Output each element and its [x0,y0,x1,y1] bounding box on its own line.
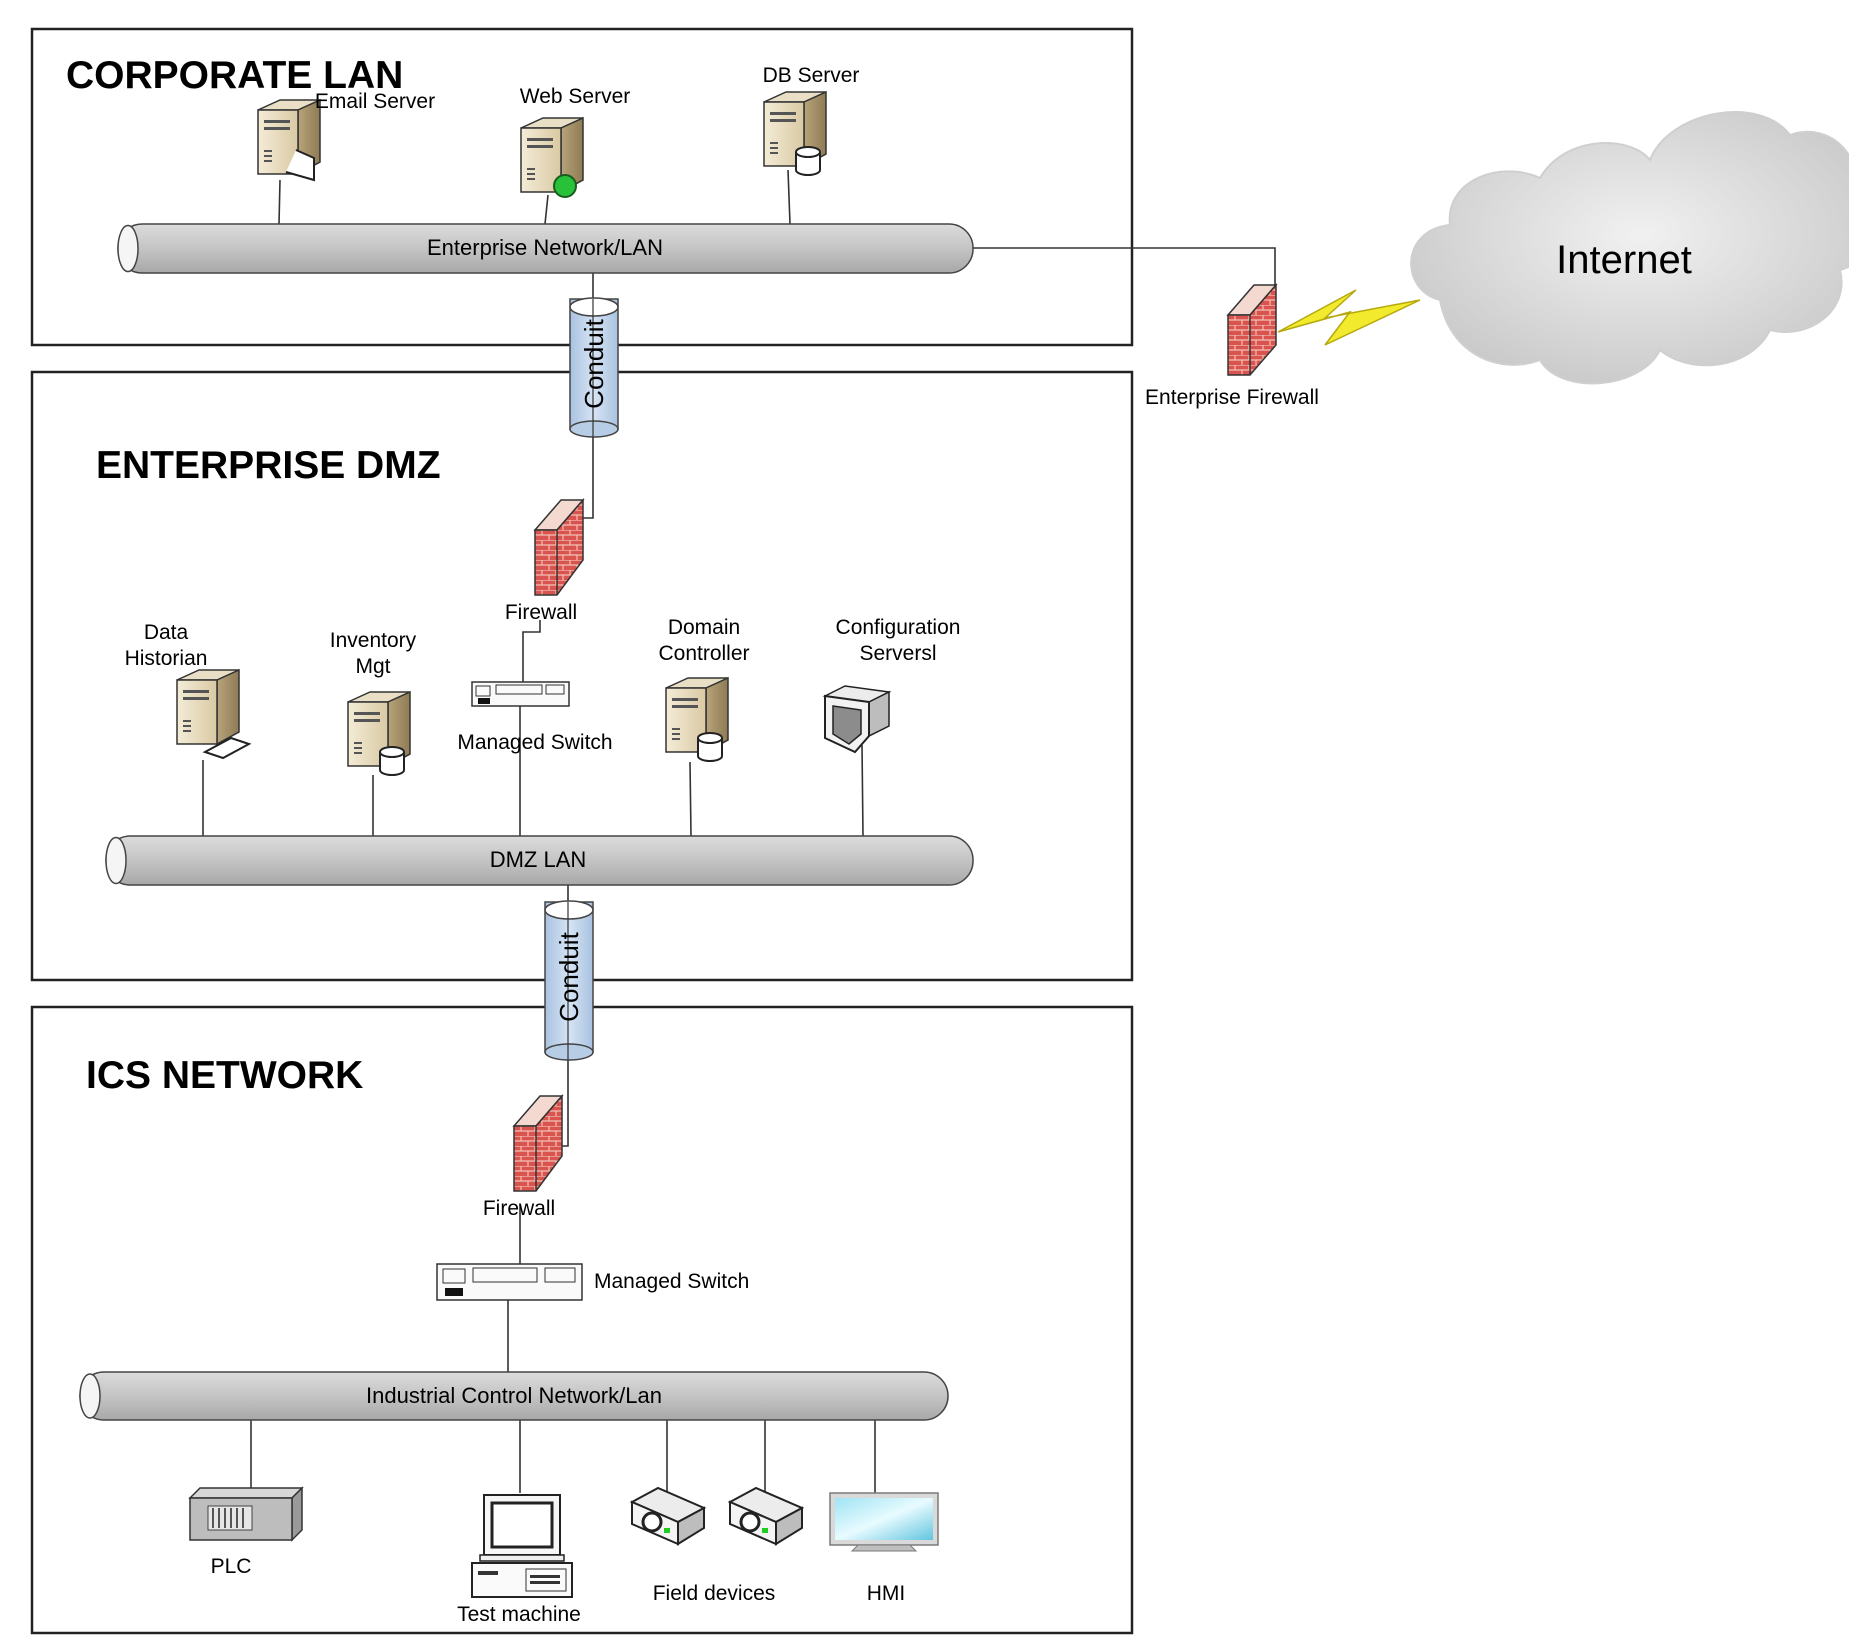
data-historian-icon [176,669,252,760]
test-machine-label: Test machine [457,1603,581,1626]
corporate-zone-title: CORPORATE LAN [66,54,403,97]
enterprise-network-pipe: Enterprise Network/LAN [117,223,974,274]
internet-label: Internet [1556,238,1692,282]
ics-network-label: Industrial Control Network/Lan [366,1383,662,1408]
lower-conduit-label: Conduit [554,931,584,1021]
ics-managed-switch-icon [436,1263,583,1301]
plc-icon [188,1486,304,1542]
data-historian-label-1: Data [144,621,189,644]
data-historian-label-2: Historian [125,647,208,670]
enterprise-firewall-label: Enterprise Firewall [1145,386,1319,409]
configuration-server-label-2: Serversl [859,642,936,665]
domain-controller-label-1: Domain [668,616,740,639]
test-machine-icon [471,1494,573,1598]
inventory-mgt-icon [347,691,411,776]
hmi-label: HMI [867,1582,906,1605]
db-server-label: DB Server [763,64,860,87]
plc-label: PLC [211,1555,252,1578]
email-server-icon [257,99,321,182]
dmz-managed-switch-label: Managed Switch [457,731,612,754]
inventory-mgt-label-2: Mgt [355,655,390,678]
domain-controller-icon [665,677,729,762]
configuration-server-icon [822,685,892,754]
field-device-1-icon [629,1486,707,1546]
upper-conduit-label: Conduit [579,318,609,408]
lower-conduit: Conduit [544,900,594,1061]
field-device-2-icon [727,1486,805,1546]
db-server-icon [763,91,827,176]
dmz-firewall-label: Firewall [505,601,577,624]
inventory-mgt-label-1: Inventory [330,629,417,652]
dmz-firewall-icon [533,497,585,596]
domain-controller-label-2: Controller [658,642,749,665]
configuration-server-label-1: Configuration [836,616,961,639]
connector-lines [202,169,1276,1493]
web-server-label: Web Server [520,85,631,108]
ics-managed-switch-label: Managed Switch [594,1270,749,1293]
dmz-zone-title: ENTERPRISE DMZ [96,444,441,487]
internet-cloud-icon [1410,111,1849,385]
web-server-icon [520,117,584,198]
email-server-label: Email Server [315,90,435,113]
upper-conduit: Conduit [569,297,619,438]
ics-network-pipe: Industrial Control Network/Lan [79,1371,949,1421]
enterprise-network-label: Enterprise Network/LAN [427,235,663,260]
dmz-managed-switch-icon [471,681,570,707]
field-devices-label: Field devices [653,1582,776,1605]
lightning-icon [1277,289,1421,346]
dmz-lan-pipe: DMZ LAN [105,835,974,886]
dmz-lan-label: DMZ LAN [490,847,587,872]
ics-firewall-icon [512,1093,564,1192]
ics-firewall-label: Firewall [483,1197,555,1220]
hmi-icon [829,1492,939,1552]
enterprise-firewall-icon [1226,282,1278,376]
ics-zone-title: ICS NETWORK [86,1054,363,1097]
